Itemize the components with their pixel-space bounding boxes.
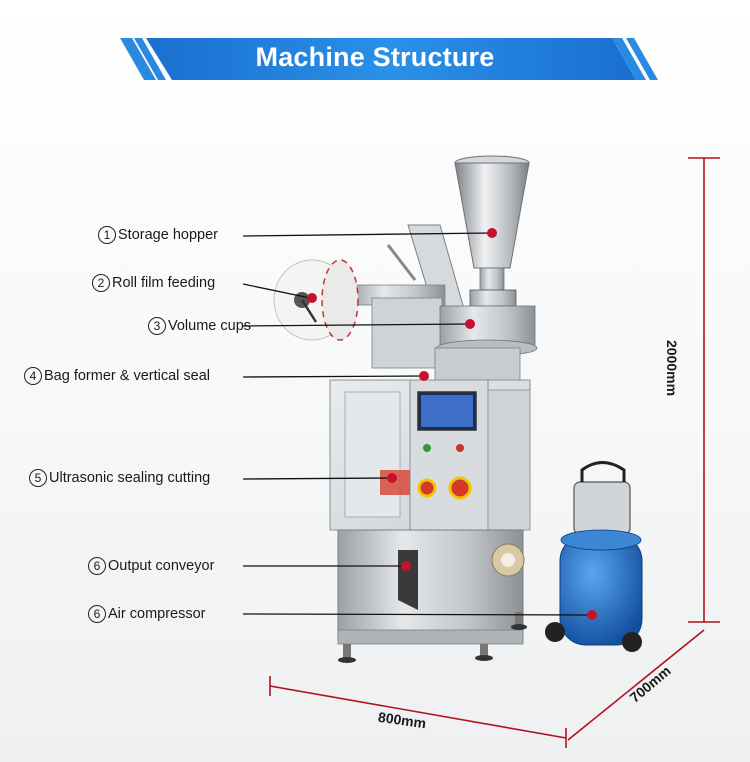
callout-number: 6 — [88, 605, 106, 623]
dimension-lines — [269, 157, 720, 748]
pointer-dots — [307, 228, 597, 620]
callout-text: Air compressor — [108, 606, 206, 622]
callout-number: 1 — [98, 226, 116, 244]
callout-text: Ultrasonic sealing cutting — [49, 470, 211, 486]
callout-text: Storage hopper — [118, 227, 218, 243]
callout-text: Output conveyor — [108, 558, 215, 574]
air-compressor-illustration — [545, 461, 643, 652]
main-cabinet — [329, 379, 531, 531]
dimension-height-label: 2000mm — [664, 340, 680, 397]
callout-text: Volume cups — [168, 318, 252, 334]
callout-number: 5 — [29, 469, 47, 487]
callout-number: 3 — [148, 317, 166, 335]
lower-base — [337, 529, 527, 663]
callout-number: 6 — [88, 557, 106, 575]
leader-lines — [242, 232, 593, 616]
storage-hopper — [454, 155, 530, 307]
callout-number: 4 — [24, 367, 42, 385]
callout-number: 2 — [92, 274, 110, 292]
callout-text: Roll film feeding — [112, 275, 216, 291]
title-banner — [120, 38, 658, 80]
film-frame — [349, 224, 471, 369]
page-title: Machine Structure — [255, 42, 495, 72]
callout-text: Bag former & vertical seal — [44, 368, 211, 384]
